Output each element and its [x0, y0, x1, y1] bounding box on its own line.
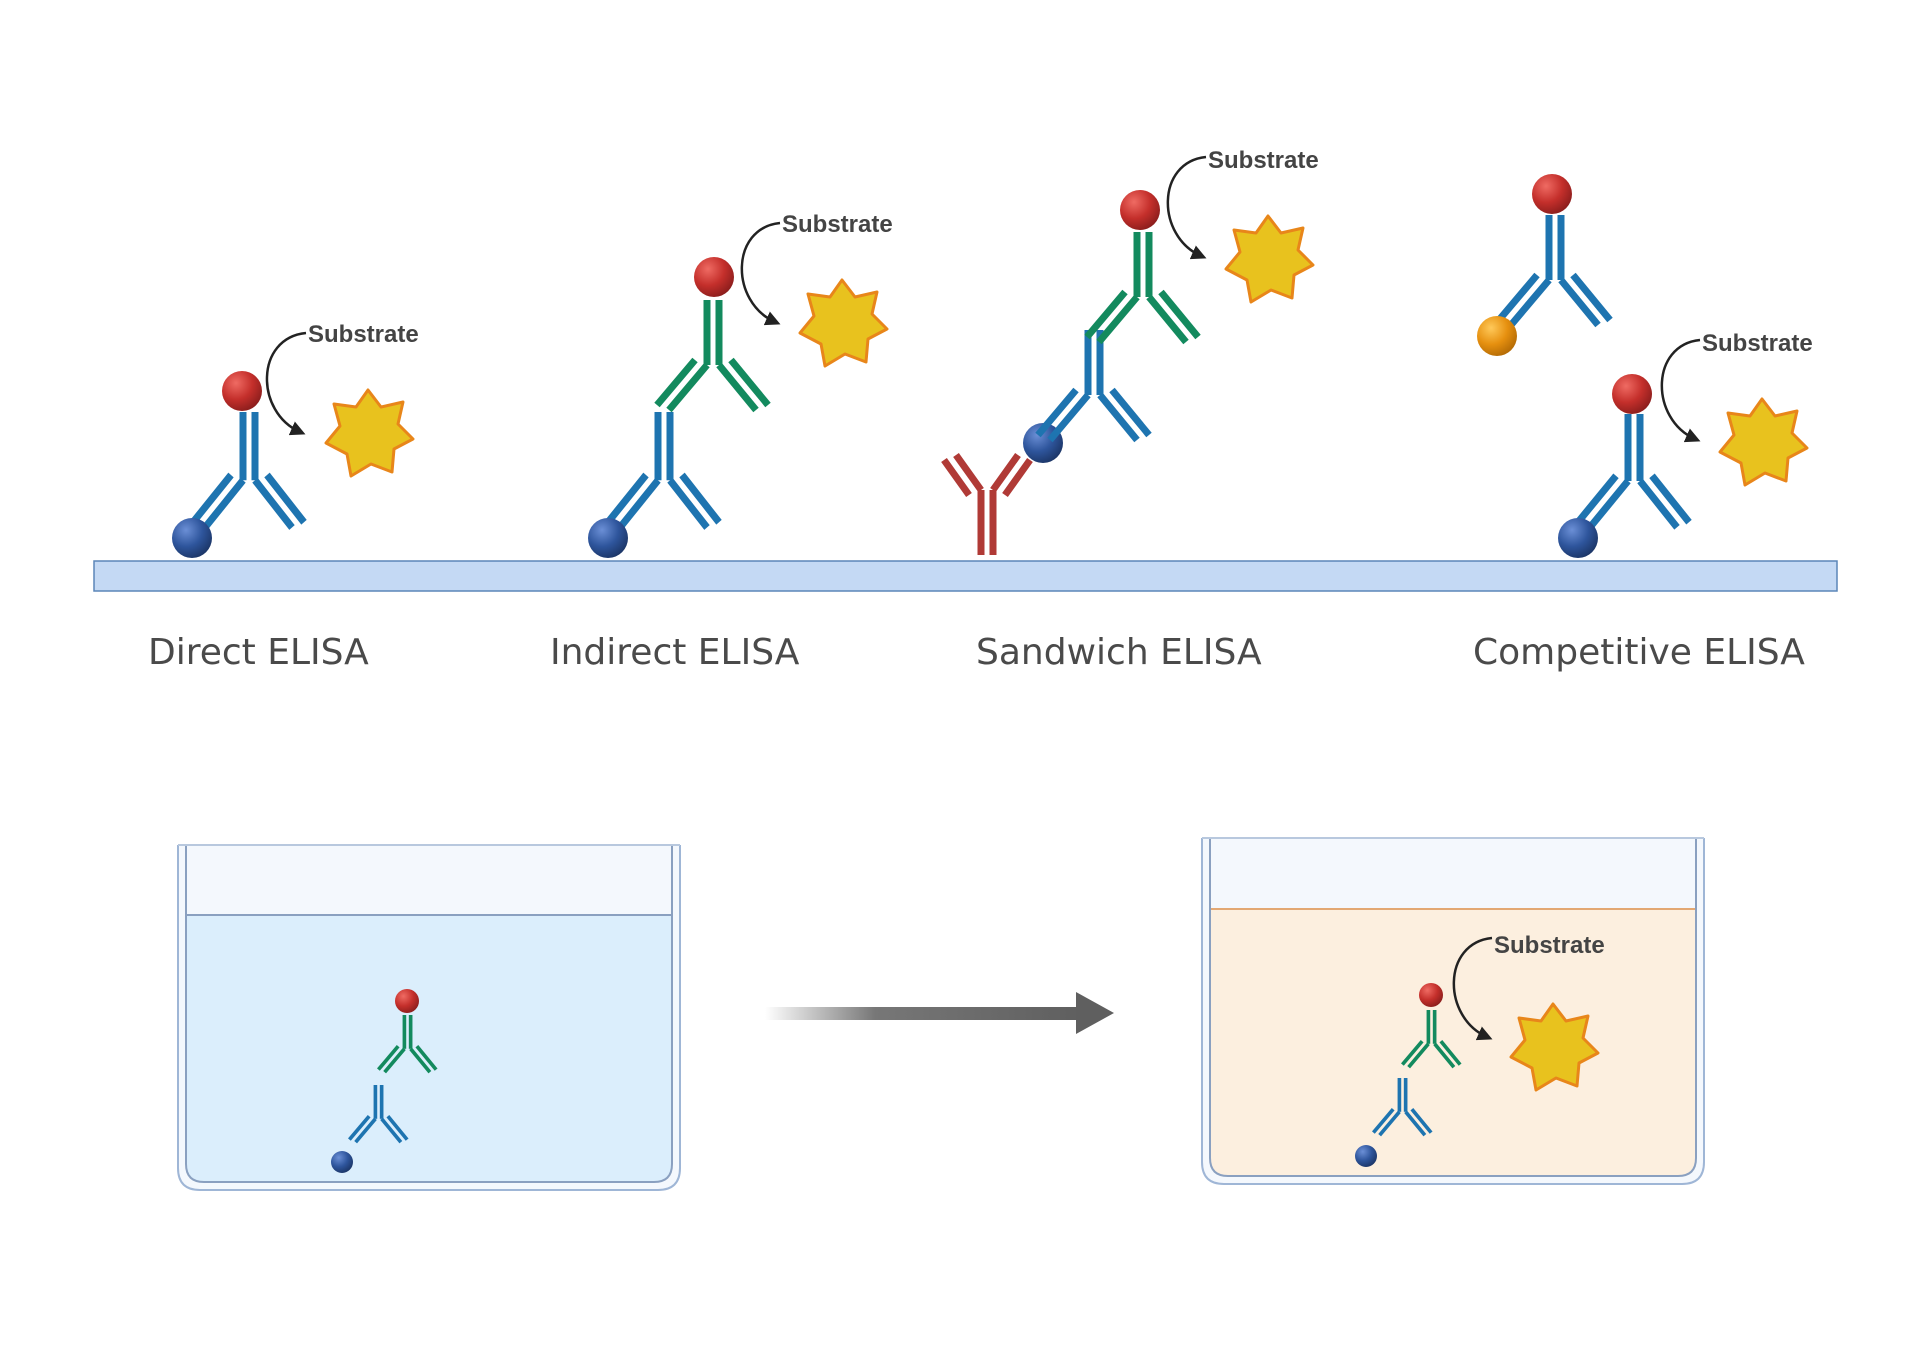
antibody-icon	[608, 412, 719, 528]
well-liquid	[1210, 909, 1696, 1176]
process-arrow-icon	[765, 992, 1114, 1034]
substrate-label: Substrate	[1494, 932, 1605, 959]
competitive-elisa-label: Competitive ELISA	[1473, 632, 1805, 673]
curved-arrow-icon	[1660, 338, 1701, 443]
plate-surface	[93, 560, 1838, 592]
substrate-label: Substrate	[1702, 330, 1813, 357]
antigen-icon	[172, 518, 212, 558]
star-product-icon	[798, 278, 889, 368]
direct-elisa-group: Substrate	[172, 321, 419, 558]
enzyme-icon	[1120, 190, 1160, 230]
antibody-icon	[944, 455, 1030, 555]
curved-arrow-icon	[265, 331, 307, 436]
indirect-elisa-group: Substrate	[588, 211, 893, 558]
antigen-icon	[588, 518, 628, 558]
antibody-icon	[1087, 232, 1198, 342]
enzyme-icon	[222, 371, 262, 411]
indirect-elisa-label: Indirect ELISA	[550, 632, 800, 673]
substrate-label: Substrate	[1208, 147, 1319, 174]
enzyme-icon	[1612, 374, 1652, 414]
antibody-icon	[193, 412, 304, 528]
star-product-icon	[324, 388, 415, 478]
sandwich-elisa-label: Sandwich ELISA	[976, 632, 1262, 673]
antibody-icon	[1038, 330, 1149, 440]
antibody-icon	[1578, 414, 1689, 527]
well-after: Substrate	[1201, 837, 1705, 1185]
sandwich-elisa-group: Substrate	[944, 147, 1319, 555]
antigen-icon	[331, 1151, 353, 1173]
curved-arrow-icon	[740, 221, 781, 326]
substrate-label: Substrate	[782, 211, 893, 238]
antibody-icon	[1499, 215, 1610, 325]
competitive-elisa-group: Substrate	[1477, 174, 1813, 558]
well-liquid	[186, 915, 672, 1182]
substrate-label: Substrate	[308, 321, 419, 348]
direct-elisa-label: Direct ELISA	[148, 632, 369, 673]
enzyme-icon	[1532, 174, 1572, 214]
star-product-icon	[1718, 397, 1809, 487]
competitor-antigen-icon	[1477, 316, 1517, 356]
well-before	[177, 844, 681, 1191]
enzyme-icon	[395, 989, 419, 1013]
enzyme-icon	[694, 257, 734, 297]
curved-arrow-icon	[1452, 936, 1493, 1041]
antibody-icon	[657, 300, 768, 410]
antigen-icon	[1355, 1145, 1377, 1167]
curved-arrow-icon	[1166, 155, 1207, 260]
star-product-icon	[1224, 214, 1315, 304]
antigen-icon	[1558, 518, 1598, 558]
enzyme-icon	[1419, 983, 1443, 1007]
